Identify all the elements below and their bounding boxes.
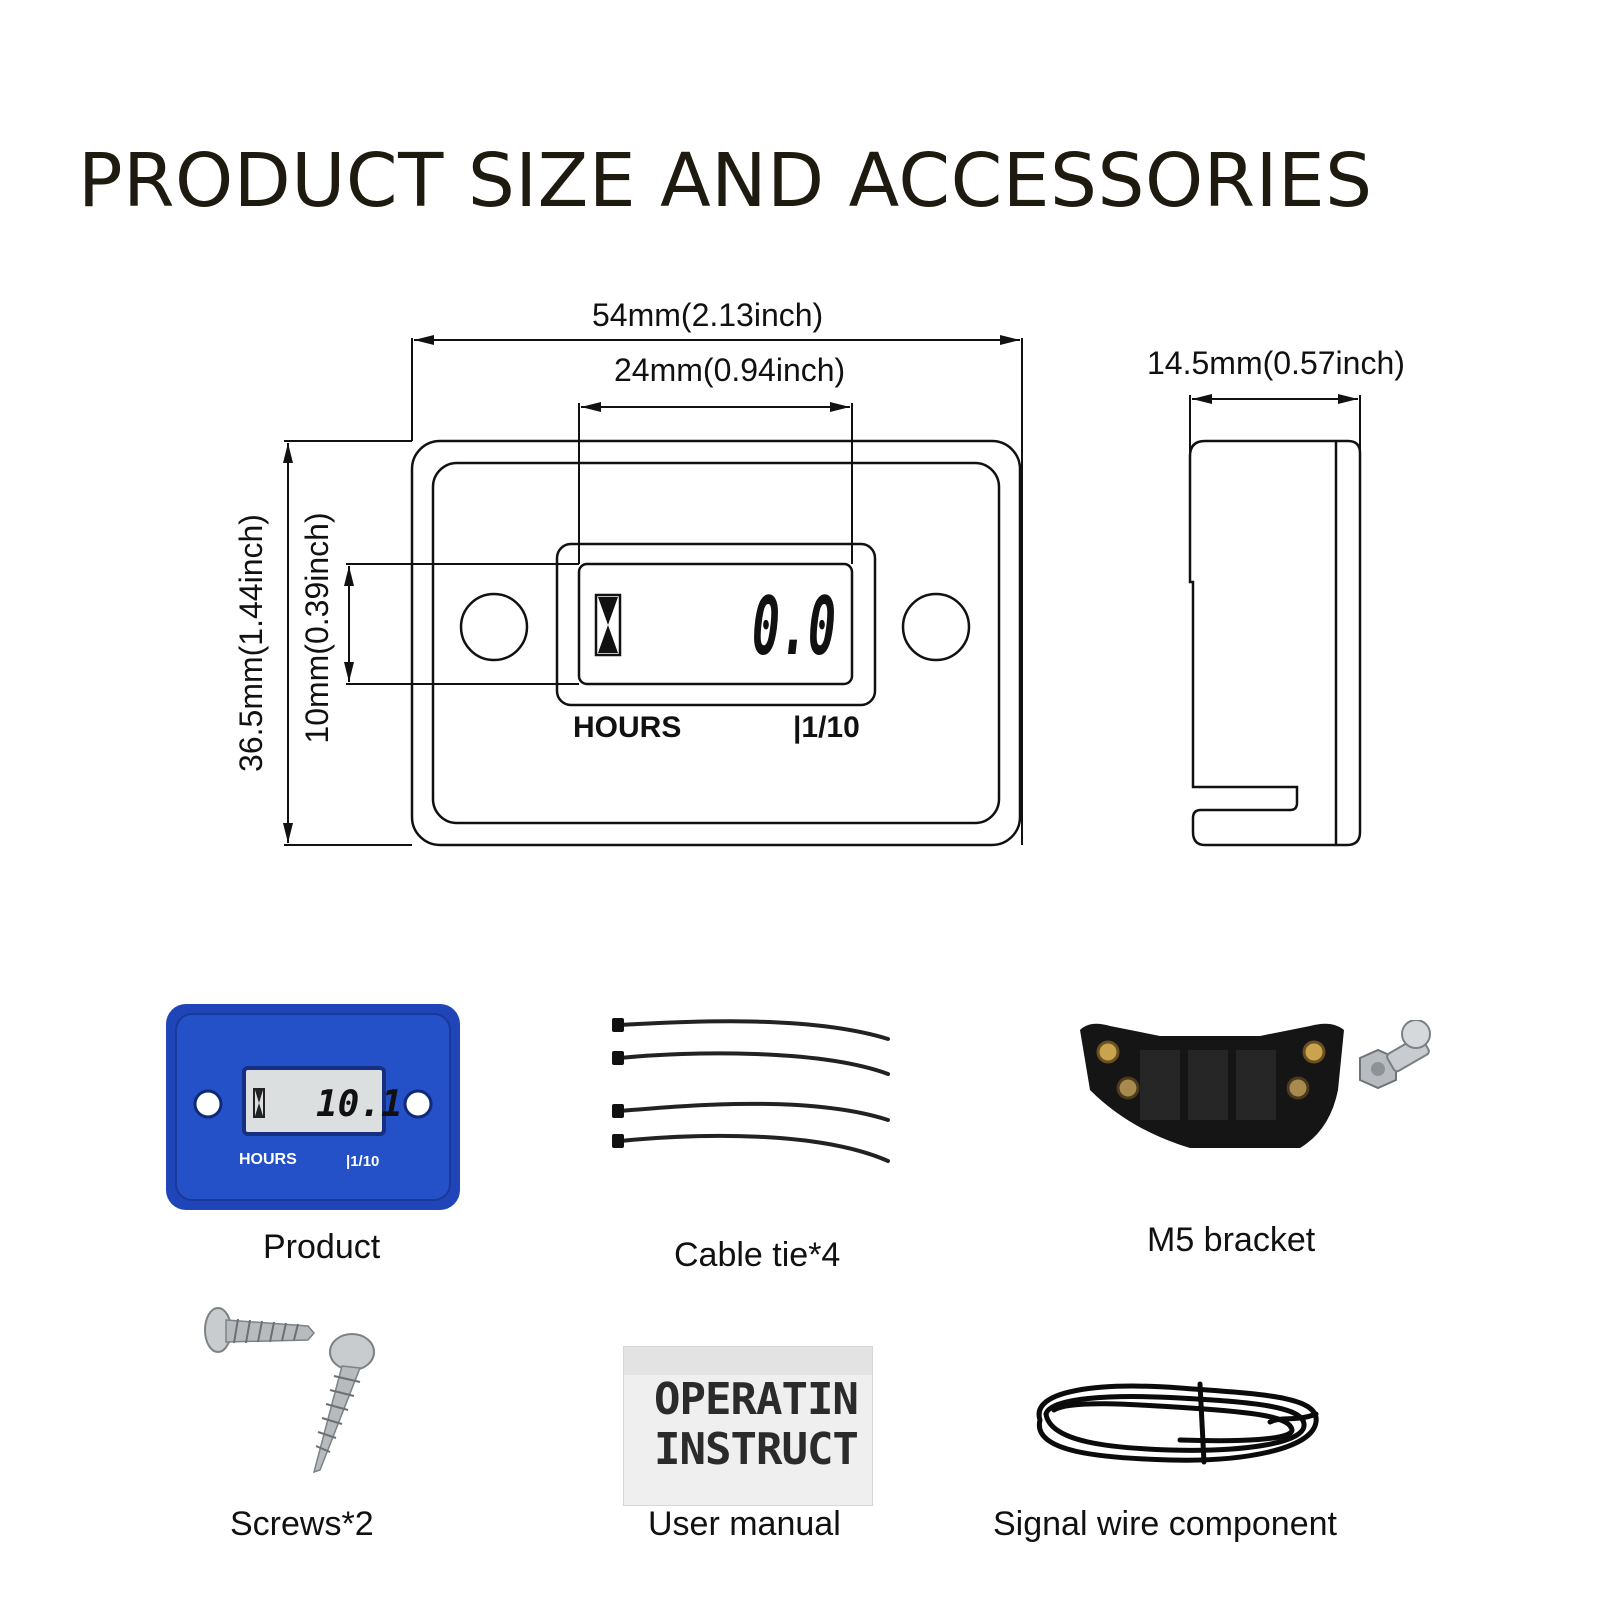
- screws-photo: [196, 1300, 396, 1490]
- caption-user-manual: User manual: [648, 1505, 841, 1543]
- product-photo: 10.1 HOURS |1/10: [166, 1004, 460, 1210]
- caption-cable-tie: Cable tie*4: [674, 1236, 841, 1274]
- width-total-label: 54mm(2.13inch): [592, 297, 823, 333]
- display-value: 0.0: [752, 580, 836, 673]
- manual-title-line2: INSTRUCT: [654, 1424, 859, 1475]
- manual-title-line1: OPERATIN: [654, 1374, 859, 1425]
- depth-label: 14.5mm(0.57inch): [1147, 345, 1405, 381]
- page-title: PRODUCT SIZE AND ACCESSORIES: [78, 138, 1373, 224]
- dimension-drawing: 0.0 HOURS |1/10 54mm(2.13inch) 24mm(0.94…: [233, 297, 1405, 847]
- display-width-label: 24mm(0.94inch): [614, 352, 845, 388]
- hourglass-icon: [594, 593, 622, 657]
- display-frame: [555, 542, 877, 707]
- product-display-value: 10.1: [316, 1084, 403, 1125]
- hours-label: HOURS: [573, 711, 681, 744]
- tenth-label: |1/10: [793, 711, 860, 744]
- meter-outline-outer: [410, 439, 1022, 847]
- display-height-label: 10mm(0.39inch): [299, 512, 335, 743]
- caption-screws: Screws*2: [230, 1505, 374, 1543]
- meter-outline-inner: [431, 461, 1001, 825]
- mount-hole-right: [901, 592, 971, 662]
- product-tenth-label: |1/10: [346, 1153, 379, 1170]
- signal-wire-photo: [1020, 1370, 1330, 1480]
- height-total-label: 36.5mm(1.44inch): [233, 514, 269, 772]
- caption-signal-wire: Signal wire component: [993, 1505, 1337, 1543]
- mount-hole-left: [459, 592, 529, 662]
- cable-ties-photo: [610, 1015, 900, 1175]
- product-hours-label: HOURS: [239, 1151, 297, 1168]
- display-window: [577, 562, 854, 686]
- caption-product: Product: [263, 1228, 381, 1266]
- user-manual-photo: OPERATIN INSTRUCT: [623, 1346, 873, 1506]
- caption-m5-bracket: M5 bracket: [1147, 1221, 1316, 1259]
- side-view-outline: [1188, 439, 1362, 847]
- bracket-photo: [1070, 1019, 1440, 1160]
